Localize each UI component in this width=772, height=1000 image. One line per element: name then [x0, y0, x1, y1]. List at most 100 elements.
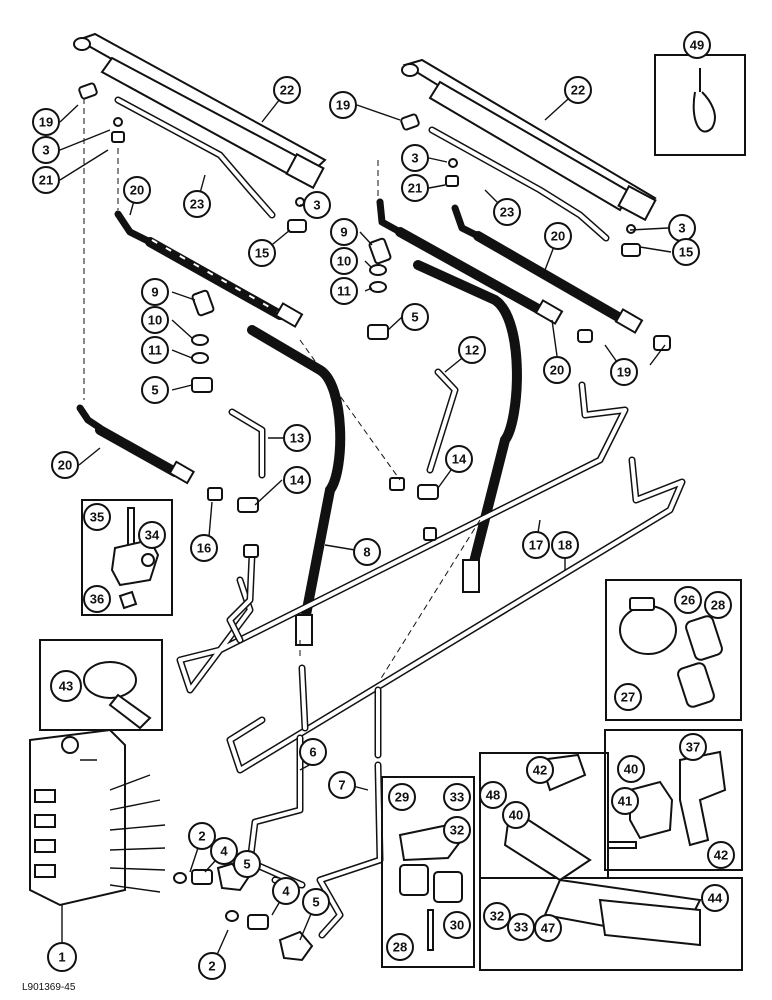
callout-11: 11: [141, 336, 169, 364]
callout-26: 26: [674, 586, 702, 614]
callout-42-label: 42: [533, 763, 547, 778]
callout-10-label: 10: [148, 313, 162, 328]
callout-12-label: 12: [465, 343, 479, 358]
drawing-reference-code: L901369-45: [22, 982, 76, 993]
callout-20: 20: [544, 222, 572, 250]
callout-3-label: 3: [42, 143, 49, 158]
callout-10: 10: [330, 247, 358, 275]
callout-9: 9: [330, 218, 358, 246]
callout-20: 20: [543, 356, 571, 384]
hose-20-upper-right-b: [451, 204, 644, 334]
inset-angle-bracket: [604, 729, 743, 871]
callout-26-label: 26: [681, 593, 695, 608]
callout-49-label: 49: [690, 38, 704, 53]
inset-strap: [654, 54, 746, 156]
callout-1: 1: [47, 942, 77, 972]
callout-23: 23: [183, 190, 211, 218]
callout-20-label: 20: [551, 229, 565, 244]
callout-3: 3: [668, 214, 696, 242]
callout-32: 32: [443, 816, 471, 844]
dashed-guides: [83, 98, 481, 681]
callout-19-label: 19: [39, 115, 53, 130]
callouts: [59, 89, 672, 967]
callout-16-label: 16: [197, 541, 211, 556]
callout-15: 15: [672, 238, 700, 266]
callout-11: 11: [330, 277, 358, 305]
callout-1-label: 1: [58, 950, 65, 965]
callout-13: 13: [283, 424, 311, 452]
hose-20-lower-left: [76, 404, 196, 485]
tube-23-left: [114, 96, 276, 219]
callout-23-label: 23: [500, 205, 514, 220]
callout-20-label: 20: [550, 363, 564, 378]
callout-21-label: 21: [408, 181, 422, 196]
tube-13: [228, 408, 266, 479]
callout-3: 3: [401, 144, 429, 172]
callout-48: 48: [479, 781, 507, 809]
callout-18: 18: [551, 531, 579, 559]
callout-4: 4: [210, 837, 238, 865]
callout-40-label: 40: [624, 762, 638, 777]
callout-11-label: 11: [337, 284, 351, 299]
callout-44: 44: [701, 884, 729, 912]
callout-19-label: 19: [336, 98, 350, 113]
callout-43: 43: [50, 670, 82, 702]
callout-35-label: 35: [90, 510, 104, 525]
callout-5: 5: [302, 888, 330, 916]
callout-19-label: 19: [617, 365, 631, 380]
callout-32-label: 32: [450, 823, 464, 838]
tube-16: [226, 551, 256, 644]
callout-5-label: 5: [243, 857, 250, 872]
callout-32-label: 32: [490, 909, 504, 924]
callout-33: 33: [443, 783, 471, 811]
inset-clamp-sleeves: [605, 579, 742, 721]
callout-49: 49: [683, 31, 711, 59]
tube-18: [226, 456, 686, 774]
callout-40-label: 40: [509, 808, 523, 823]
callout-17: 17: [522, 531, 550, 559]
callout-14-label: 14: [290, 473, 305, 488]
callout-27-label: 27: [621, 690, 635, 705]
callout-28-label: 28: [393, 940, 407, 955]
callout-5: 5: [233, 850, 261, 878]
inset-clamp-block: [81, 499, 173, 616]
fittings-bottom: [173, 860, 314, 962]
callout-11-label: 11: [148, 343, 162, 358]
callout-21-label: 21: [39, 173, 53, 188]
callout-43-label: 43: [59, 679, 73, 694]
callout-7: 7: [328, 771, 356, 799]
callout-47: 47: [534, 914, 562, 942]
callout-28: 28: [386, 933, 414, 961]
callout-22-label: 22: [571, 83, 585, 98]
tube-17: [176, 381, 629, 694]
callout-19: 19: [329, 91, 357, 119]
callout-5: 5: [401, 303, 429, 331]
callout-23-label: 23: [190, 197, 204, 212]
callout-20: 20: [123, 176, 151, 204]
callout-40: 40: [502, 801, 530, 829]
callout-22: 22: [564, 76, 592, 104]
callout-44-label: 44: [708, 891, 723, 906]
callout-7-label: 7: [338, 778, 345, 793]
callout-37: 37: [679, 733, 707, 761]
callout-17-label: 17: [529, 538, 543, 553]
inset-mounting-plates: [479, 752, 743, 971]
callout-29-label: 29: [395, 790, 409, 805]
callout-9-label: 9: [151, 285, 158, 300]
callout-34-label: 34: [145, 528, 160, 543]
callout-36: 36: [83, 585, 111, 613]
callout-5-label: 5: [151, 383, 158, 398]
callout-20: 20: [51, 451, 79, 479]
tube-6: [246, 664, 309, 889]
callout-14-label: 14: [452, 452, 467, 467]
callout-2-label: 2: [198, 829, 205, 844]
callout-34: 34: [138, 521, 166, 549]
callout-5: 5: [141, 376, 169, 404]
callout-4-label: 4: [220, 844, 228, 859]
callout-19: 19: [610, 358, 638, 386]
callout-40: 40: [617, 755, 645, 783]
tube-7: [316, 686, 384, 939]
callout-10-label: 10: [337, 254, 351, 269]
callout-16: 16: [190, 534, 218, 562]
